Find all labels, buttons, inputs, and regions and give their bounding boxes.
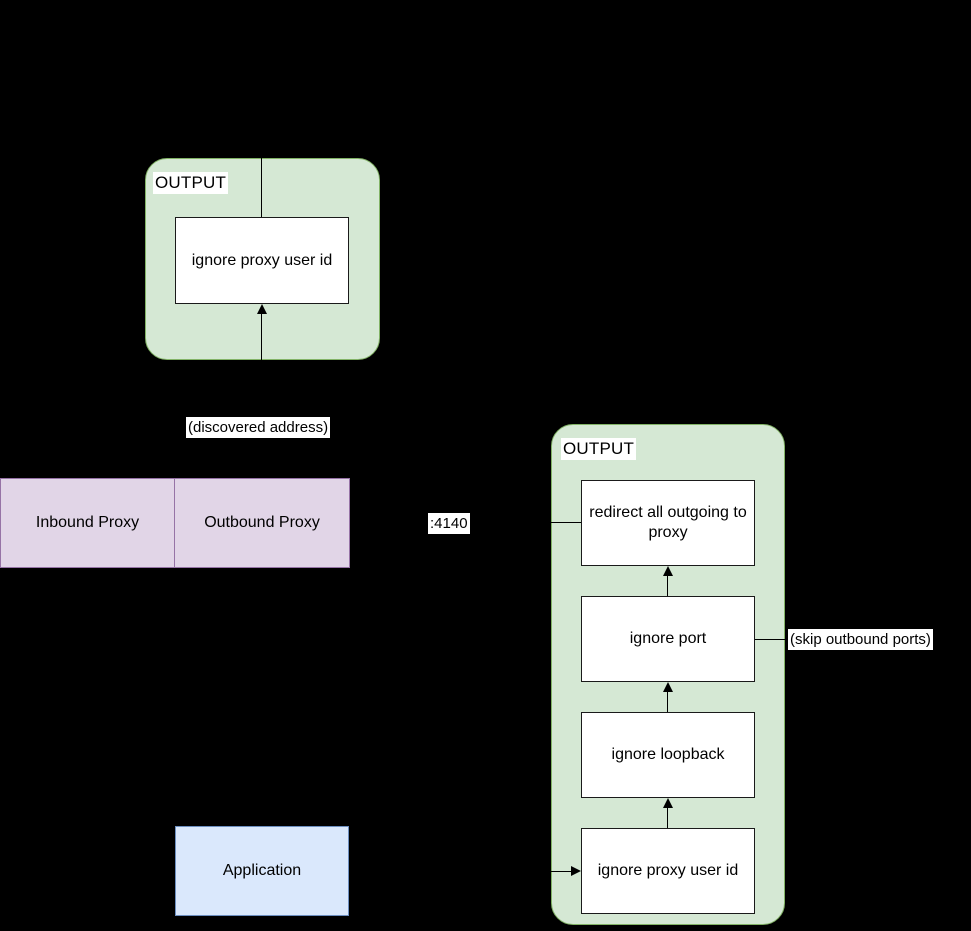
- edge-group-top-inlet: [261, 158, 262, 217]
- edge-ignore-user-to-ignore-loopback-arrowhead: [663, 798, 673, 808]
- node-inbound-proxy[interactable]: Inbound Proxy: [0, 478, 175, 568]
- node-ignore-loopback[interactable]: ignore loopback: [581, 712, 755, 798]
- output-group-bottom-title: OUTPUT: [561, 438, 637, 460]
- edge-discovered-address-line: [261, 314, 262, 478]
- node-ignore-port[interactable]: ignore port: [581, 596, 755, 682]
- edge-discovered-address-arrowhead: [257, 304, 267, 314]
- edge-into-bottom-ignore-user-arrowhead: [571, 866, 581, 876]
- edge-ignore-port-to-redirect-arrowhead: [663, 566, 673, 576]
- node-redirect-all-outgoing-to-proxy[interactable]: redirect all outgoing to proxy: [581, 480, 755, 566]
- edge-ignore-loopback-to-ignore-port-arrowhead: [663, 682, 673, 692]
- node-bottom-ignore-proxy-user-id[interactable]: ignore proxy user id: [581, 828, 755, 914]
- node-outbound-proxy[interactable]: Outbound Proxy: [174, 478, 350, 568]
- node-top-ignore-proxy-user-id[interactable]: ignore proxy user id: [175, 217, 349, 304]
- label-port-4140: :4140: [428, 513, 470, 534]
- edge-ignore-port-to-redirect-line: [667, 576, 668, 596]
- edge-4140-into-redirect: [551, 522, 582, 523]
- output-group-top-title: OUTPUT: [153, 172, 229, 194]
- label-discovered-address: (discovered address): [186, 417, 331, 438]
- label-skip-outbound-ports: (skip outbound ports): [788, 629, 933, 650]
- edge-into-bottom-ignore-user-line: [551, 871, 571, 872]
- edge-skip-outbound-ports-line: [755, 639, 789, 640]
- node-application[interactable]: Application: [175, 826, 349, 916]
- edge-ignore-user-to-ignore-loopback-line: [667, 808, 668, 828]
- edge-ignore-loopback-to-ignore-port-line: [667, 692, 668, 712]
